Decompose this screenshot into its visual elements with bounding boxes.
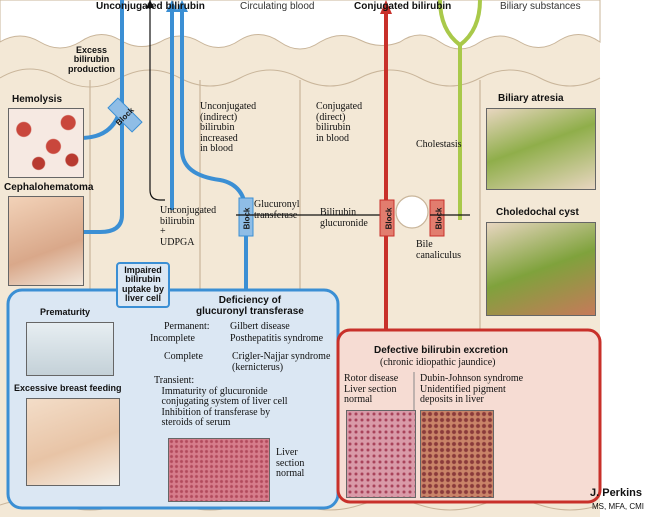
incomplete-label: Incomplete [150,333,195,344]
impaired-uptake-label: Impaired bilirubin uptake by liver cell [116,262,171,308]
block-label-transferase: Block [242,207,252,230]
liver-section-rotor-image [346,410,416,498]
biliary-atresia-image [486,108,596,190]
defective-excretion-title: Defective bilirubin excretion [374,345,508,356]
prematurity-image [26,322,114,376]
cephalohematoma-image [8,196,84,286]
liver-section-normal-label: Liver section normal [276,447,305,479]
artist-name: J. Perkins [590,487,642,499]
unconjugated-udpga-label: Unconjugated bilirubin + UDPGA [160,205,217,248]
cephalohematoma-label: Cephalohematoma [4,182,94,193]
crigler-najjar-label: Crigler-Najjar syndrome (kernicterus) [232,351,331,373]
conjugated-bilirubin-heading: Conjugated bilirubin [354,1,452,12]
glucuronyl-transferase-label: Glucuronyl transferase [254,199,300,221]
circulating-blood-label: Circulating blood [240,1,315,12]
choledochal-cyst-label: Choledochal cyst [496,207,579,218]
posthepatitis-label: Posthepatitis syndrome [230,333,324,344]
chronic-jaundice-subtitle: (chronic idiopathic jaundice) [380,357,496,368]
dubin-johnson-label: Dubin-Johnson syndrome Unidentified pigm… [420,373,524,405]
complete-label: Complete [164,351,203,362]
breast-feeding-label: Excessive breast feeding [14,383,122,393]
cholestasis-label: Cholestasis [416,139,462,150]
prematurity-label: Prematurity [40,307,91,317]
artist-credentials: MS, MFA, CMI [592,502,644,511]
breast-feeding-image [26,398,120,486]
hemolysis-image [8,108,84,178]
liver-section-blue-image [168,438,270,502]
excess-production-label: Excess bilirubin production [68,45,115,74]
liver-section-dubin-image [420,410,494,498]
unconjugated-increased-label: Unconjugated (indirect) bilirubin increa… [200,101,257,154]
deficiency-title: Deficiency of glucuronyl transferase [196,295,304,317]
bile-canaliculus-label: Bile canaliculus [416,239,461,261]
unconjugated-bilirubin-heading: Unconjugated bilirubin [96,1,205,12]
rotor-disease-label: Rotor disease Liver section normal [344,373,399,405]
conjugated-in-blood-label: Conjugated (direct) bilirubin in blood [316,101,363,144]
gilbert-label: Gilbert disease [230,321,290,332]
permanent-label: Permanent: [164,321,210,332]
block-label-excretion-2: Block [434,207,444,230]
hemolysis-label: Hemolysis [12,94,63,105]
choledochal-cyst-image [486,222,596,316]
transient-label: Transient: Immaturity of glucuronide con… [154,375,288,428]
biliary-substances-label: Biliary substances [500,1,581,12]
block-label-excretion-1: Block [384,207,394,230]
bilirubin-glucuronide-label: Bilirubin glucuronide [320,207,368,229]
biliary-atresia-label: Biliary atresia [498,93,564,104]
